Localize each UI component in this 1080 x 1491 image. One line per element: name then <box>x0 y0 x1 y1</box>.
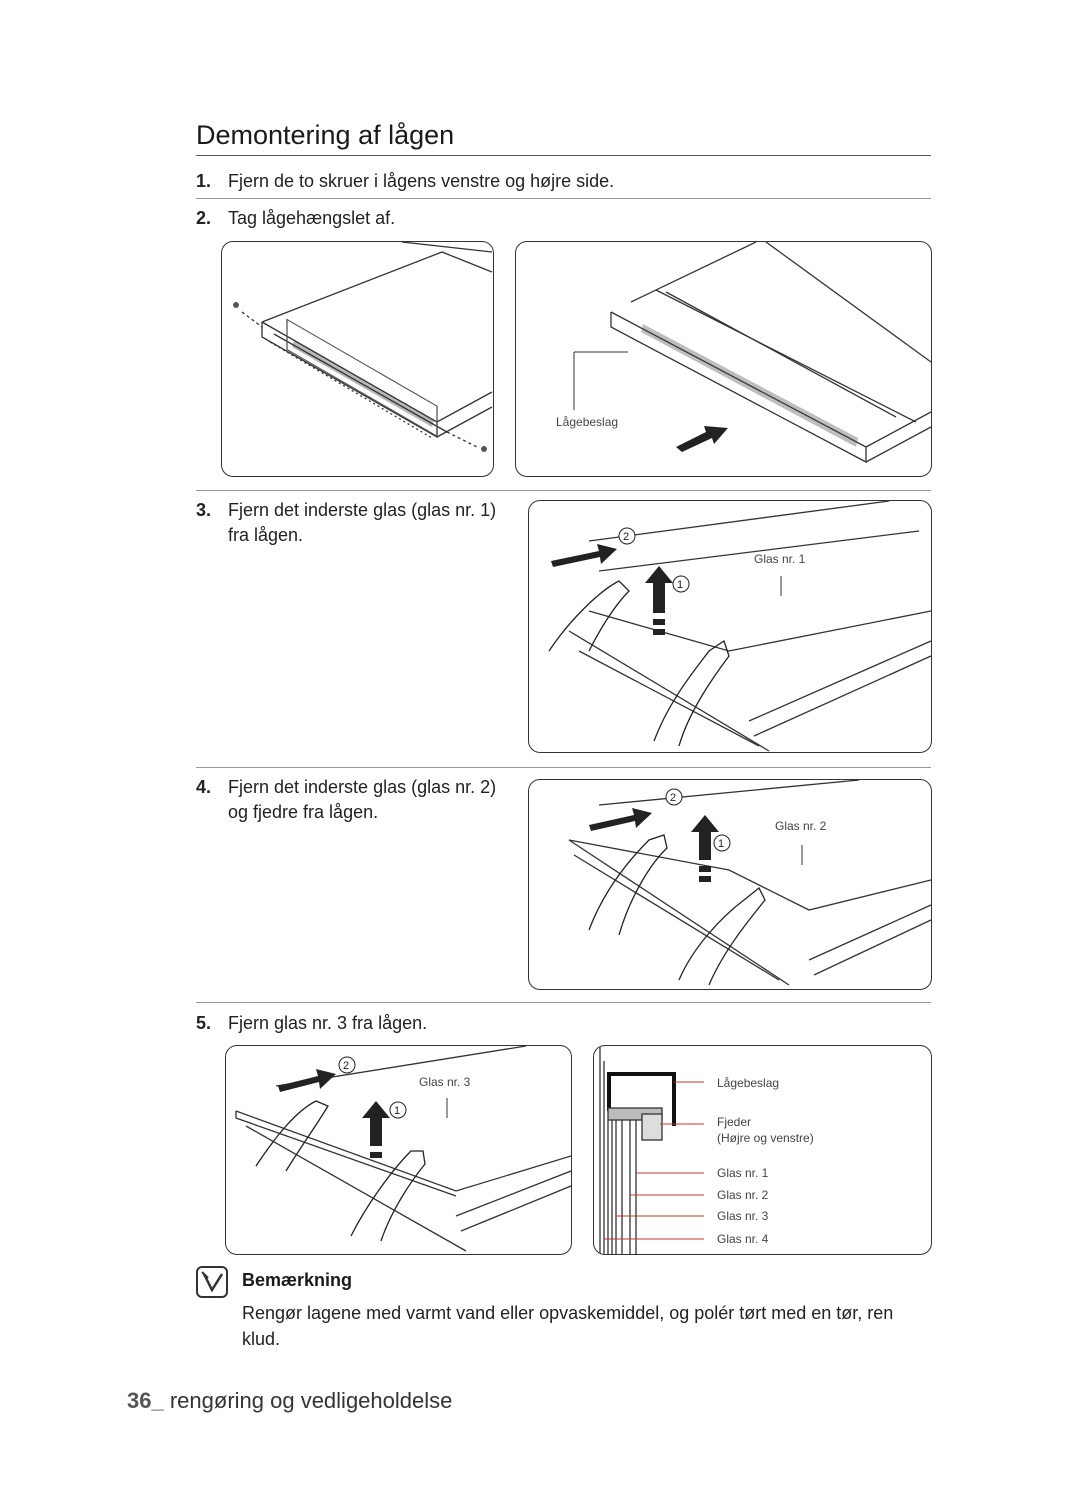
step-divider <box>196 1002 931 1003</box>
springs-label: Fjeder <box>717 1115 751 1129</box>
step-number: 1. <box>196 171 212 191</box>
marker-2: 2 <box>670 792 676 804</box>
step-text: Fjern de to skruer i lågens venstre og h… <box>228 171 615 191</box>
glass-1-label: Glas nr. 1 <box>717 1166 769 1180</box>
remove-glass-1-illustration: 2 1 Glas nr. 1 <box>548 501 931 752</box>
step-4: 4. Fjern det inderste glas (glas nr. 2) o… <box>196 775 516 825</box>
title-divider <box>196 155 931 156</box>
step-number: 4. <box>196 777 212 797</box>
remove-glass-2-illustration: 2 1 Glas nr. 2 <box>568 780 931 986</box>
marker-2: 2 <box>343 1060 349 1072</box>
hinge-label: Lågebeslag <box>717 1076 779 1090</box>
figure-screws <box>221 241 494 477</box>
page-footer: 36_ rengøring og vedligeholdelse <box>127 1388 452 1414</box>
glass-label: Glas nr. 3 <box>419 1075 471 1089</box>
glass-2-label: Glas nr. 2 <box>717 1188 769 1202</box>
marker-1: 1 <box>718 838 724 850</box>
glass-4-label: Glas nr. 4 <box>717 1232 769 1246</box>
footer-section: rengøring og vedligeholdelse <box>169 1388 453 1413</box>
figure-cross-section: Lågebeslag Fjeder (Højre og venstre) Gla… <box>593 1045 932 1255</box>
figure-hinge: Lågebeslag <box>515 241 932 477</box>
remove-glass-3-illustration: 2 1 Glas nr. 3 <box>235 1046 571 1252</box>
step-3: 3. Fjern det inderste glas (glas nr. 1) f… <box>196 498 516 548</box>
step-5: 5. Fjern glas nr. 3 fra lågen. <box>196 1011 427 1036</box>
note-body: Rengør lagene med varmt vand eller opvas… <box>242 1303 894 1349</box>
step-1: 1. Fjern de to skruer i lågens venstre og… <box>196 169 614 194</box>
door-hinge-illustration: Lågebeslag <box>556 242 931 464</box>
figure-glass-1: 2 1 Glas nr. 1 <box>528 500 932 753</box>
marker-1: 1 <box>677 579 683 591</box>
step-number: 3. <box>196 500 212 520</box>
step-divider <box>196 767 931 768</box>
step-divider <box>196 490 931 491</box>
step-text: Fjern det inderste glas (glas nr. 2) og … <box>228 777 497 822</box>
note-heading: Bemærkning <box>242 1270 353 1290</box>
glass-label: Glas nr. 2 <box>775 819 827 833</box>
door-cross-section-diagram: Lågebeslag Fjeder (Højre og venstre) Gla… <box>599 1046 814 1254</box>
step-divider <box>196 198 931 199</box>
step-text: Fjern glas nr. 3 fra lågen. <box>228 1013 428 1033</box>
step-2: 2. Tag lågehængslet af. <box>196 206 395 231</box>
step-text: Fjern det inderste glas (glas nr. 1) fra… <box>228 500 497 545</box>
marker-1: 1 <box>394 1105 400 1117</box>
step-text: Tag lågehængslet af. <box>228 208 396 228</box>
figure-glass-2: 2 1 Glas nr. 2 <box>528 779 932 990</box>
springs-note: (Højre og venstre) <box>717 1131 814 1145</box>
page-number: 36_ <box>127 1388 164 1413</box>
step-number: 2. <box>196 208 212 228</box>
glass-3-label: Glas nr. 3 <box>717 1209 769 1223</box>
page-title: Demontering af lågen <box>196 120 455 150</box>
marker-2: 2 <box>623 531 629 543</box>
glass-label: Glas nr. 1 <box>754 552 806 566</box>
hinge-label: Lågebeslag <box>556 415 618 429</box>
note-pencil-icon <box>196 1266 228 1298</box>
step-number: 5. <box>196 1013 212 1033</box>
door-screws-illustration <box>233 242 493 452</box>
figure-glass-3: 2 1 Glas nr. 3 <box>225 1045 572 1255</box>
